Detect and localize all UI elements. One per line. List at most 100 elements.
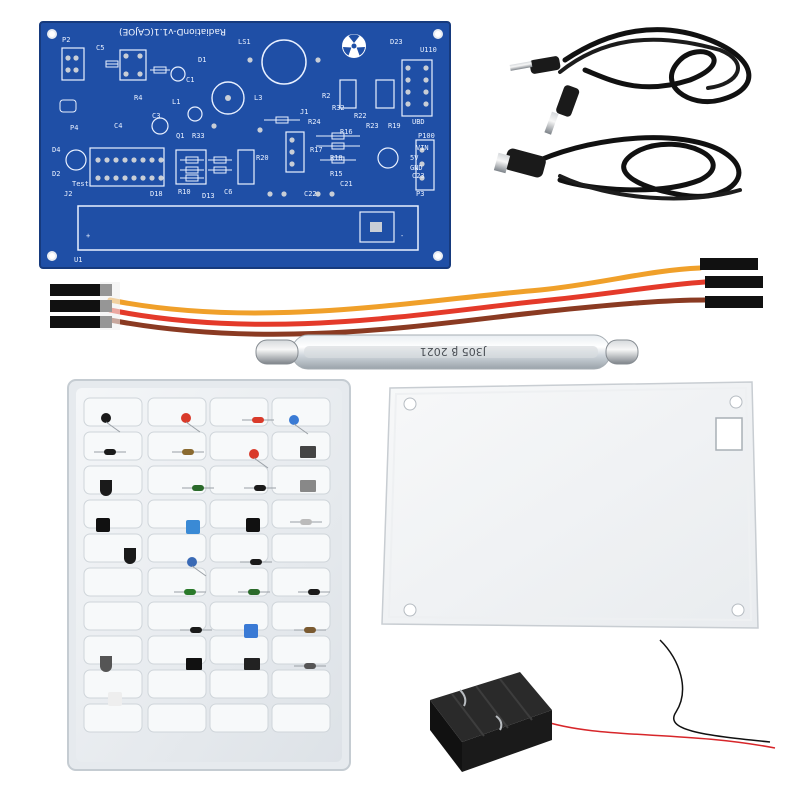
component-block [244,624,258,638]
solder-pad [281,191,287,197]
resistor-part [252,417,264,423]
audio-cable [509,27,752,135]
pcb-title: RadiationD-v1.1(CAJOE) [119,26,226,36]
solder-pad [423,77,429,83]
silk-label: R2 [322,92,330,100]
silk-label: UBD [412,118,425,126]
capacitor-part [187,557,197,567]
silk-label: Q1 [176,132,184,140]
svg-text:+: + [86,232,90,240]
solder-pad [423,65,429,71]
mounting-hole [47,29,443,261]
led-part [181,413,191,423]
resistor-body [105,60,119,68]
tray-cell [147,601,207,631]
solder-pad [419,147,425,153]
tray-cell [147,465,207,495]
solder-pad [73,67,79,73]
silk-label: D18 [150,190,163,198]
resistor-part [304,663,316,669]
solder-pad [122,157,128,163]
buzzer-footprint [261,39,307,85]
transistor-part [100,480,112,496]
tray-cell [147,669,207,699]
solder-pad [95,175,101,181]
tray-cell [271,397,331,427]
silk-label: R24 [308,118,321,126]
solder-pad [315,57,321,63]
tray-cell [209,533,269,563]
resistor-part [184,589,196,595]
silk-label: R17 [310,146,323,154]
silk-label: R20 [256,154,269,162]
silk-label: J1 [300,108,308,116]
resistor-body [185,174,199,182]
component-block [246,518,260,532]
silk-label: R18 [330,154,343,162]
jumper-wires [50,258,763,337]
solder-pad [65,67,71,73]
tray-cell [209,635,269,665]
tray-cell [83,397,143,427]
solder-pad [405,89,411,95]
solder-pad [140,175,146,181]
solder-pad [123,71,129,77]
silk-label: U1 [74,256,82,264]
tray-cell [271,635,331,665]
silk-label: 5V [410,154,419,162]
silk-label: J2 [64,190,72,198]
tray-cell [147,397,207,427]
solder-pad [140,157,146,163]
solder-pad [419,161,425,167]
solder-pad [149,157,155,163]
silk-label: R32 [332,104,345,112]
silk-label: C23 [412,172,425,180]
silk-label: D2 [52,170,60,178]
solder-pad [405,65,411,71]
solder-pad [122,175,128,181]
component-lead [293,423,309,435]
resistor-part [248,589,260,595]
silk-label: C22 [304,190,317,198]
tray-cell [83,499,143,529]
resistor-body [331,142,345,150]
plate-switch-cutout [715,417,743,451]
svg-text:-: - [400,232,404,240]
tray-cell [147,533,207,563]
resistor-part [182,449,194,455]
solder-pad [113,175,119,181]
tube-footprint [77,205,419,251]
tray-cell [83,465,143,495]
resistor-body [275,116,289,124]
resistor-part [192,485,204,491]
component-lead [105,421,121,433]
solder-pads [65,53,429,197]
silk-label: P100 [418,132,435,140]
ic-chip [186,658,202,670]
resistor-part [104,449,116,455]
ic-chip [244,658,260,670]
tray-cell [209,465,269,495]
silk-label: D1 [198,56,206,64]
tray-cell [83,601,143,631]
solder-pad [267,191,273,197]
battery-holder [430,639,776,772]
resistor-body [185,166,199,174]
resistor-footprints [105,60,360,182]
tray-cell [147,431,207,461]
solder-pad [423,101,429,107]
solder-pad [104,157,110,163]
solder-pad [329,191,335,197]
component-lead [191,565,207,577]
pcb-board: + - Radiatio [39,21,451,269]
resistor-body [213,166,227,174]
solder-pad [423,89,429,95]
solder-pad [137,71,143,77]
solder-pad [65,55,71,61]
resistor-part [300,519,312,525]
solder-pad [289,149,295,155]
silk-label: D23 [390,38,403,46]
solder-pad [257,127,263,133]
silk-label: R15 [330,170,343,178]
